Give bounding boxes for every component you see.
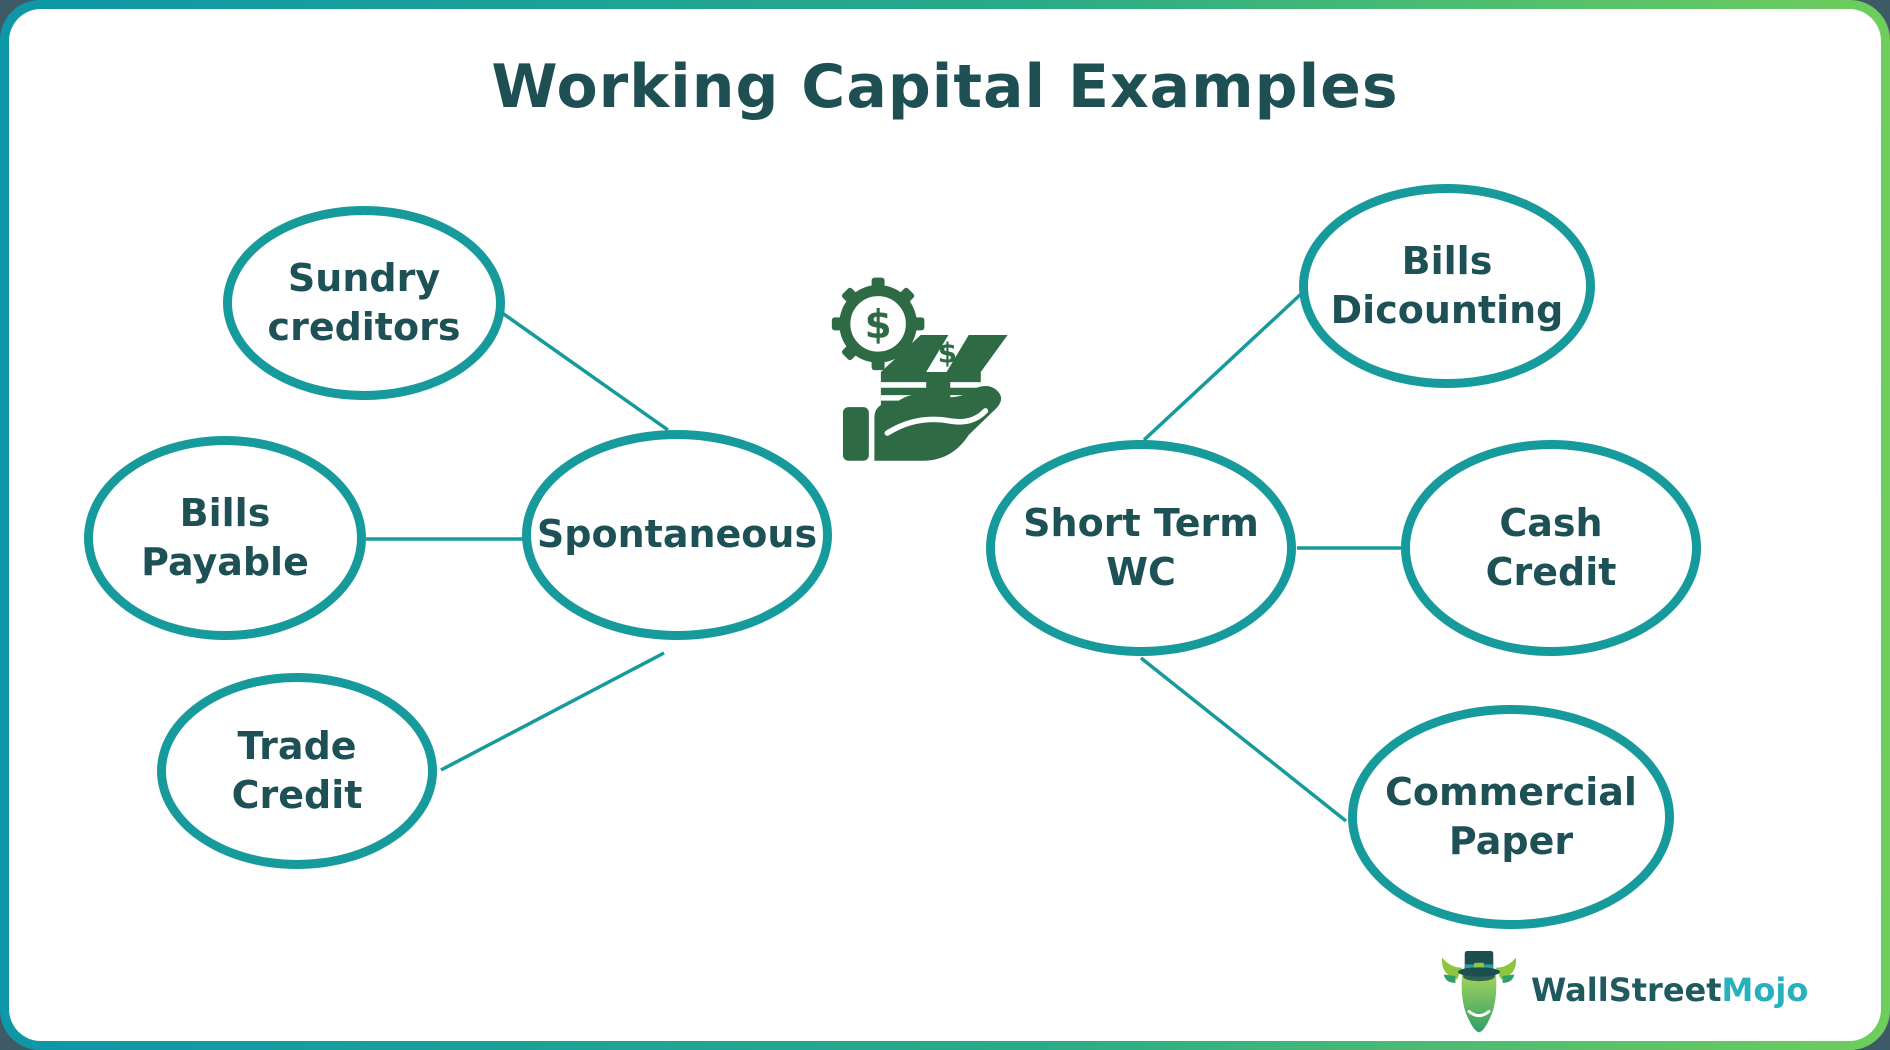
node-trade-credit: Trade Credit [157, 673, 437, 869]
logo-mojo-text: Mojo [1721, 971, 1809, 1009]
wallstreetmojo-wordmark: WallStreetMojo [1531, 971, 1808, 1009]
connector-sundry-spontaneous [496, 308, 670, 432]
node-trade-credit-label: Trade Credit [231, 723, 363, 817]
wallstreetmojo-logo: WallStreetMojo [1437, 944, 1808, 1036]
page-title: Working Capital Examples [491, 52, 1399, 122]
connector-tradecredit-spontaneous [440, 651, 665, 772]
logo-wallstreet-text: WallStreet [1531, 971, 1722, 1009]
node-commercial-paper-label: Commercial Paper [1385, 769, 1637, 863]
node-spontaneous: Spontaneous [522, 430, 832, 640]
node-cash-credit-label: Cash Credit [1485, 500, 1617, 594]
money-in-hand-icon: $ $ [831, 277, 1008, 461]
node-bills-discounting: Bills Dicounting [1299, 184, 1595, 388]
node-sundry-creditors: Sundry creditors [223, 206, 505, 400]
node-commercial-paper: Commercial Paper [1348, 705, 1674, 929]
svg-text:$: $ [865, 303, 892, 348]
node-bills-payable-label: Bills Payable [141, 490, 309, 584]
node-spontaneous-label: Spontaneous [536, 512, 818, 557]
connector-shortterm-billsdiscounting [1142, 292, 1303, 442]
wallstreetmojo-bull-icon [1441, 950, 1517, 1033]
svg-text:$: $ [938, 337, 957, 370]
node-short-term-wc-label: Short Term WC [1023, 500, 1259, 594]
node-cash-credit: Cash Credit [1401, 440, 1701, 656]
node-bills-payable: Bills Payable [84, 436, 366, 640]
node-short-term-wc: Short Term WC [986, 440, 1296, 656]
node-sundry-creditors-label: Sundry creditors [267, 255, 461, 349]
node-bills-discounting-label: Bills Dicounting [1330, 238, 1564, 332]
connector-shortterm-commercialpaper [1139, 656, 1348, 823]
